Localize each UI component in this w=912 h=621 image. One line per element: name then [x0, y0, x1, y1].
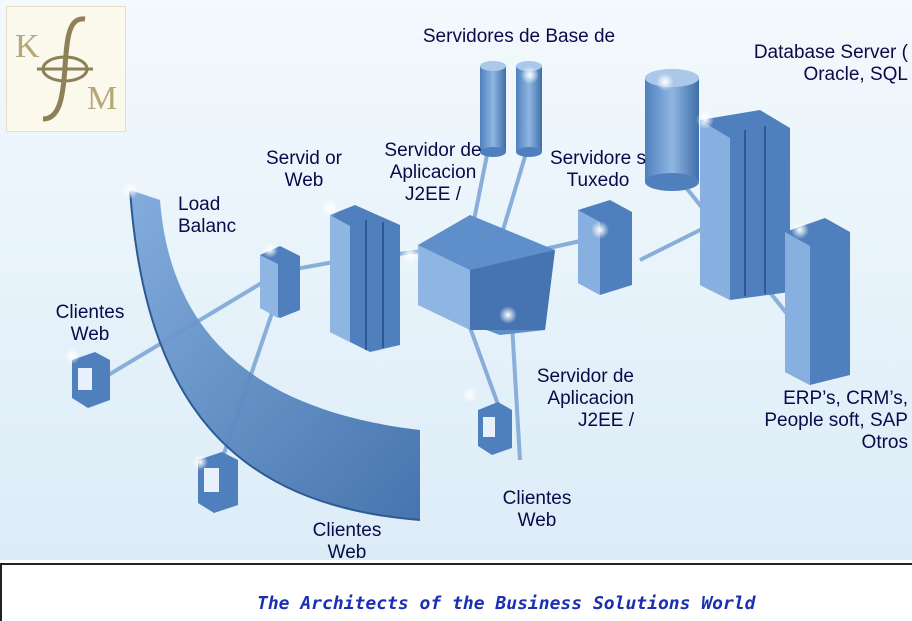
- kfm-logo: K M: [6, 6, 126, 132]
- client-pc-bottom: [198, 452, 238, 513]
- label-app-server-bottom: Servidor de Aplicacion J2EE /: [536, 366, 634, 431]
- integral-f-icon: K M: [15, 16, 117, 122]
- client-pc-left: [72, 352, 110, 408]
- label-erp: ERP’s, CRM’s, People soft, SAP Otros: [764, 388, 908, 453]
- label-web-clients-left: Clientes Web: [55, 302, 125, 345]
- diagram-graphics: [64, 61, 850, 521]
- label-tuxedo-servers: Servidore s Tuxedo: [549, 148, 647, 191]
- label-app-server-top: Servidor de Aplicacion J2EE /: [384, 140, 482, 205]
- label-db-servers-es: Servidores de Base de: [422, 26, 616, 47]
- load-balancer-device: [260, 246, 300, 318]
- label-web-clients-bottom: Clientes Web: [312, 520, 382, 560]
- architecture-diagram: K M Servidores de Base de Database Serve…: [0, 0, 912, 560]
- svg-text:K: K: [15, 28, 40, 65]
- sparkles: [64, 66, 809, 470]
- svg-text:M: M: [87, 80, 117, 117]
- erp-server-rack: [785, 218, 850, 385]
- label-web-server: Servid or Web: [265, 148, 343, 191]
- footer-tagline: The Architects of the Business Solutions…: [257, 593, 756, 614]
- web-server-rack: [330, 205, 400, 352]
- label-web-clients-center: Clientes Web: [502, 488, 572, 531]
- db-cylinders-top: [480, 61, 542, 157]
- app-server-block: [418, 215, 555, 335]
- client-pc-center: [478, 402, 512, 455]
- db-cylinder-right: [645, 69, 699, 191]
- footer-bar: The Architects of the Business Solutions…: [0, 563, 912, 621]
- firewall-wall: [130, 190, 420, 520]
- label-load-balancer: Load Balanc: [178, 194, 237, 237]
- db-server-rack: [700, 110, 790, 300]
- label-db-servers-en: Database Server ( Oracle, SQL: [753, 42, 908, 85]
- tuxedo-server: [578, 200, 632, 295]
